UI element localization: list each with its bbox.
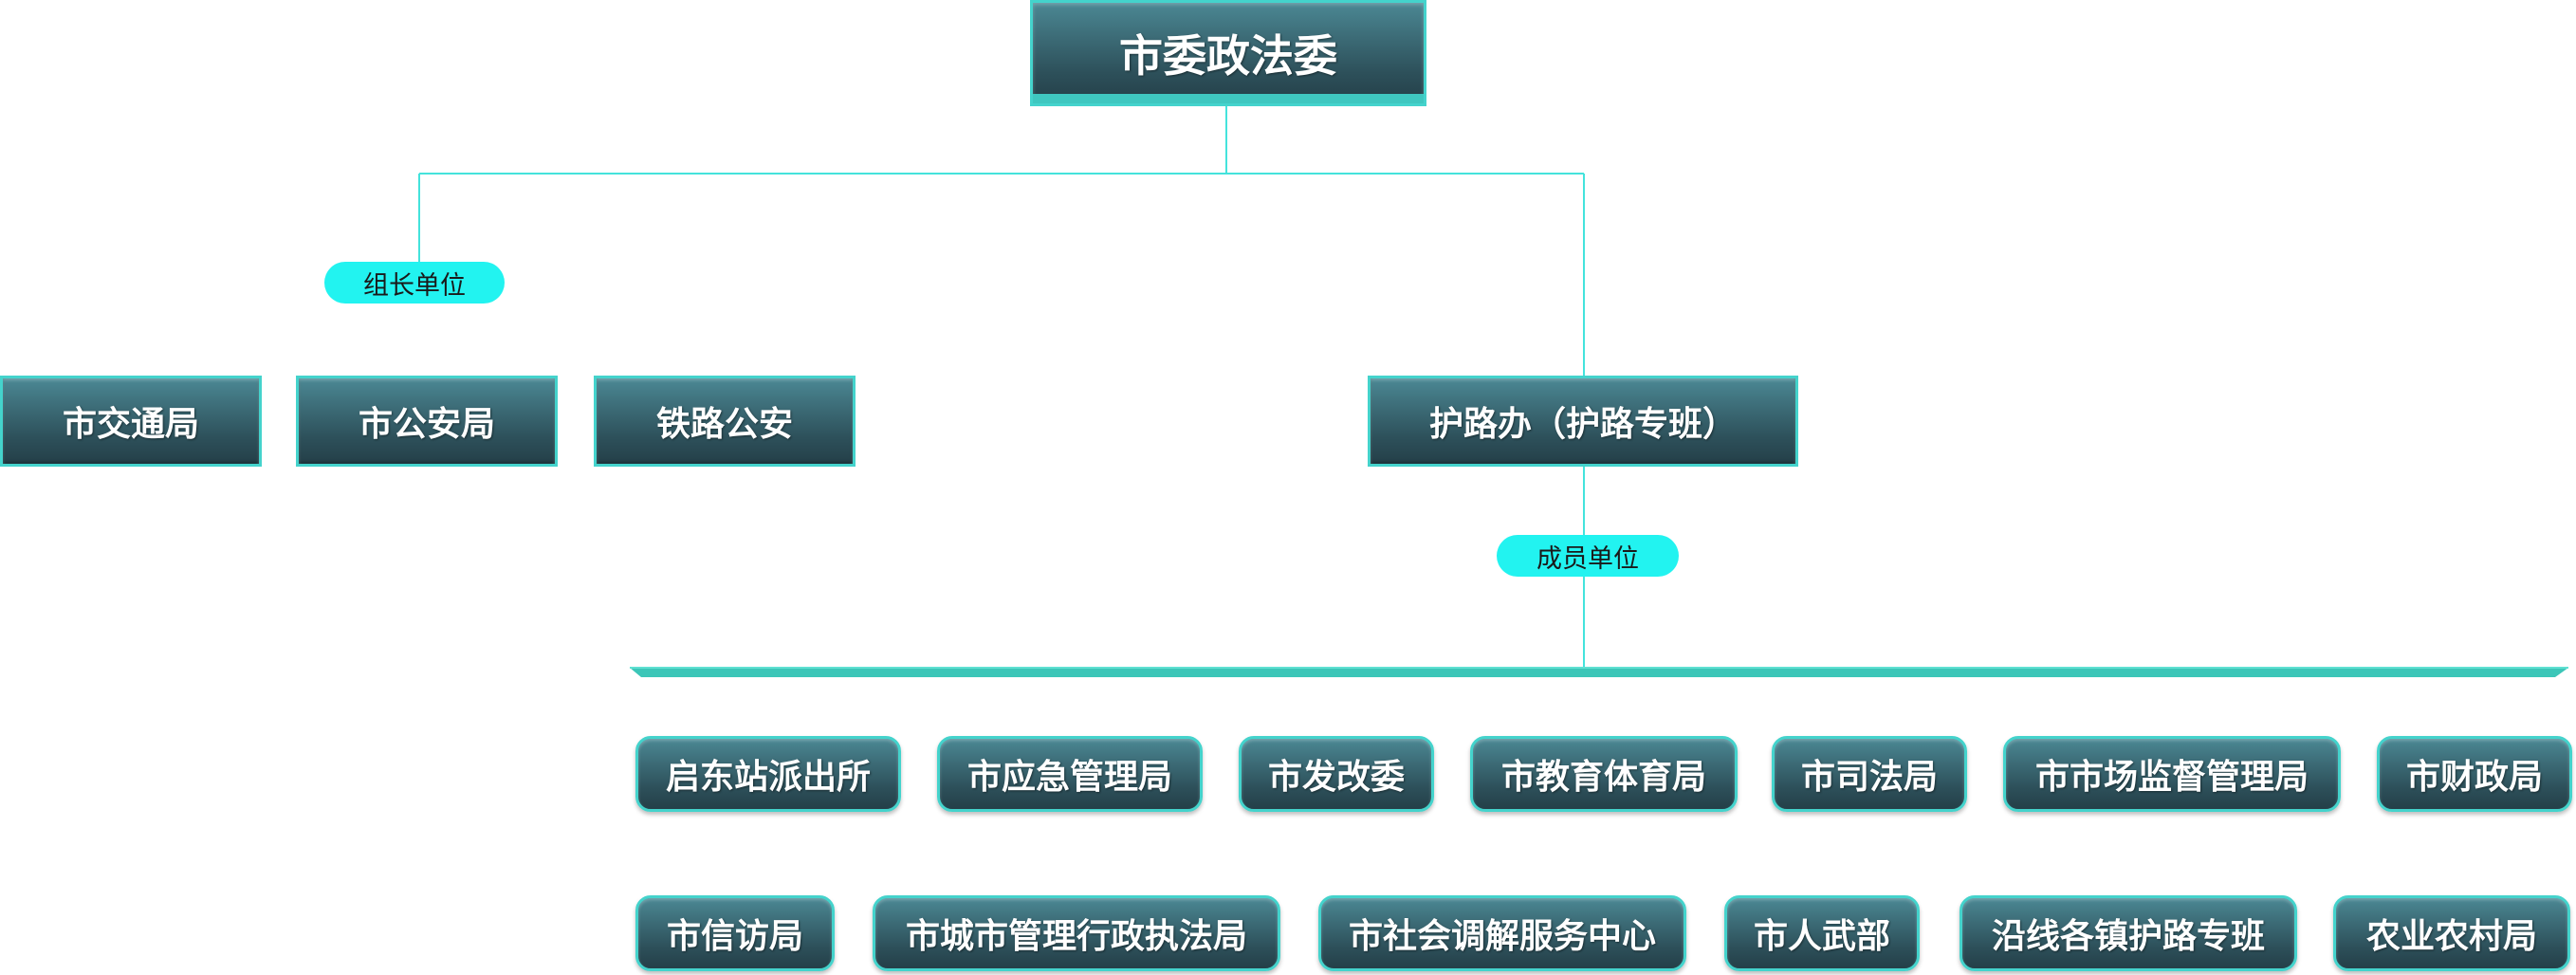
member-agriculture-rural: 农业农村局 [2333,895,2570,971]
member-armed-forces: 市人武部 [1724,895,1920,971]
member-qidong-station-police: 启东站派出所 [635,736,901,812]
tag-group-leader: 组长单位 [324,262,505,304]
node-road-protection-office: 护路办（护路专班） [1368,376,1798,467]
member-development-reform: 市发改委 [1239,736,1434,812]
member-finance-bureau: 市财政局 [2377,736,2572,812]
members-bar [630,668,2568,677]
member-petition-bureau: 市信访局 [635,895,835,971]
member-emergency-management: 市应急管理局 [937,736,1203,812]
member-mediation-center: 市社会调解服务中心 [1318,895,1686,971]
node-public-security-bureau: 市公安局 [296,376,558,467]
member-urban-management: 市城市管理行政执法局 [873,895,1280,971]
node-railway-police: 铁路公安 [594,376,856,467]
node-transport-bureau: 市交通局 [0,376,262,467]
node-city-political-legal-committee: 市委政法委 [1030,0,1426,106]
member-justice-bureau: 市司法局 [1772,736,1967,812]
member-education-sports: 市教育体育局 [1470,736,1738,812]
member-market-supervision: 市市场监督管理局 [2003,736,2341,812]
tag-member-units: 成员单位 [1497,535,1679,577]
node-label: 市委政法委 [1119,30,1337,82]
member-town-road-teams: 沿线各镇护路专班 [1960,895,2297,971]
